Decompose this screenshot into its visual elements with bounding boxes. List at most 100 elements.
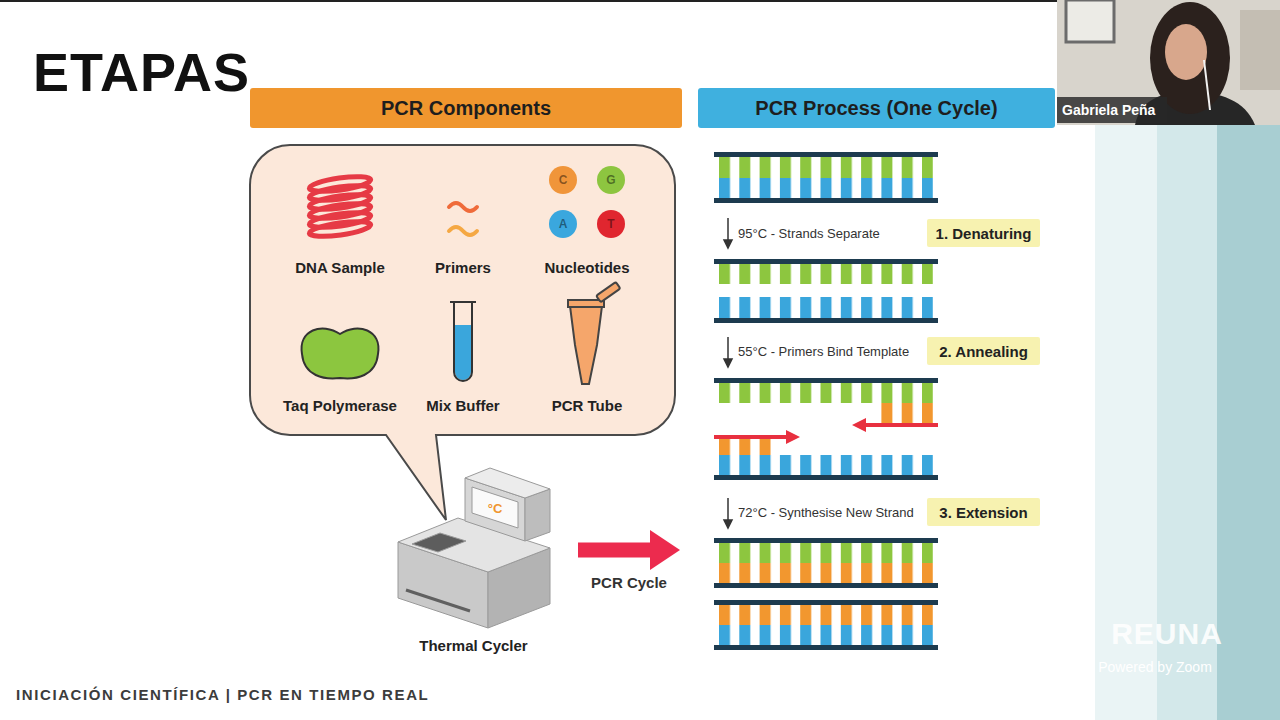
step-box: 1. Denaturing — [927, 219, 1040, 247]
primers-icon — [449, 203, 477, 235]
tube-lip — [450, 301, 476, 303]
room-wall — [1057, 0, 1280, 125]
primer-bases — [719, 439, 771, 455]
dna-bases — [719, 563, 933, 583]
slide-title: ETAPAS — [33, 45, 250, 99]
step-description: 55°C - Primers Bind Template — [738, 344, 909, 359]
step-arrowhead — [724, 359, 732, 367]
dna-backbone — [714, 259, 938, 264]
nucleotide-letter: T — [597, 210, 625, 238]
coil-loop — [308, 192, 371, 213]
step-label: 1. Denaturing — [927, 219, 1040, 247]
cycler-lid — [412, 533, 466, 552]
step-arrowhead — [724, 520, 732, 528]
speech-bubble-outline — [250, 145, 675, 520]
cycler-screen — [472, 487, 518, 528]
dna-backbone — [714, 645, 938, 650]
component-label: Primers — [435, 259, 491, 276]
step-description: 95°C - Strands Separate — [738, 226, 880, 241]
edge-label: PCR Cycle — [591, 574, 667, 591]
dna-bases — [719, 178, 933, 198]
panel-heading: PCR Components — [250, 88, 682, 128]
participant-name: Gabriela Peña — [1057, 97, 1167, 123]
dna-denaturing — [714, 152, 938, 203]
nucleotide-letter: A — [549, 210, 577, 238]
component-label: DNA Sample — [295, 259, 384, 276]
coil-loop — [308, 219, 371, 240]
person-face — [1165, 24, 1207, 80]
top-border — [0, 0, 1057, 2]
cycler-face — [525, 489, 550, 541]
component-label: PCR Tube — [552, 397, 623, 414]
component-label: Nucleotides — [544, 259, 629, 276]
coil-loop — [308, 201, 371, 222]
cycler-slot — [406, 590, 470, 611]
component-label: Taq Polymerase — [283, 397, 397, 414]
watermark: REUNA — [1111, 617, 1223, 651]
dna-bases — [719, 625, 933, 645]
mix-buffer-icon — [450, 302, 476, 381]
room-shelf — [1240, 10, 1280, 90]
dna-bases — [719, 455, 933, 475]
step-arrow — [727, 498, 729, 523]
coil-loop — [308, 174, 371, 195]
cycler-face — [488, 548, 550, 628]
dna-annealing — [714, 378, 938, 480]
dna-bases — [719, 543, 933, 563]
step-label: 3. Extension — [927, 498, 1040, 526]
taq-polymerase-icon — [302, 328, 379, 378]
name-tag: Gabriela Peña — [1057, 97, 1167, 123]
step-arrows — [724, 218, 732, 528]
nucleotide-letter: C — [549, 166, 577, 194]
thermal-cycler-icon — [398, 468, 550, 628]
step-description: 72°C - Synthesise New Strand — [738, 505, 914, 520]
slide-caption: INICIACIÓN CIENTÍFICA | PCR EN TIEMPO RE… — [16, 686, 429, 704]
panel-heading: PCR Process (One Cycle) — [698, 88, 1055, 128]
dna-backbone — [714, 152, 938, 157]
dna-backbone — [714, 198, 938, 203]
step-label: 2. Annealing — [927, 337, 1040, 365]
dna-sample-icon — [308, 174, 371, 240]
step-box: 3. Extension — [927, 498, 1040, 526]
watermark: Powered by Zoom — [1098, 659, 1212, 675]
primer-strand — [862, 423, 938, 427]
enzyme-shape — [302, 328, 379, 378]
cycler-face — [398, 518, 550, 572]
dna-backbone — [714, 600, 938, 605]
coil-loop — [308, 183, 371, 204]
step-arrow — [727, 337, 729, 362]
primer-arrowhead — [852, 418, 866, 432]
cycler-face — [465, 478, 525, 541]
speech-bubble — [250, 88, 682, 538]
dna-backbone — [714, 378, 938, 383]
device-label: Thermal Cycler — [395, 637, 552, 654]
primer-wave — [449, 227, 477, 235]
step-box: 2. Annealing — [927, 337, 1040, 365]
primer-strand — [714, 435, 790, 439]
coil-loop — [308, 210, 371, 231]
tube-rim — [568, 300, 604, 307]
nucleotide-circle: C — [549, 166, 577, 194]
window-frame — [1066, 0, 1114, 42]
tube-body — [570, 306, 602, 384]
dna-bases — [719, 157, 933, 178]
tube-cap — [596, 282, 620, 302]
dna-bases — [719, 605, 933, 625]
thermal-cycler: Thermal Cycler — [395, 470, 578, 658]
pcr-tube-icon — [568, 282, 620, 384]
process-panel: PCR Process (One Cycle) 1. Denaturing 2. A… — [680, 88, 1058, 658]
video-tile — [1057, 0, 1280, 125]
stripe — [1217, 125, 1280, 720]
cycler-face — [465, 468, 550, 498]
nucleotide-circle: T — [597, 210, 625, 238]
component-label: Mix Buffer — [426, 397, 499, 414]
dna-backbone — [714, 318, 938, 323]
step-arrowhead — [724, 240, 732, 248]
step-arrow — [727, 218, 729, 243]
nucleotide-circle: G — [597, 166, 625, 194]
primer-arrowhead — [786, 430, 800, 444]
dna-bases — [719, 383, 933, 403]
earphone-cable — [1204, 60, 1210, 110]
